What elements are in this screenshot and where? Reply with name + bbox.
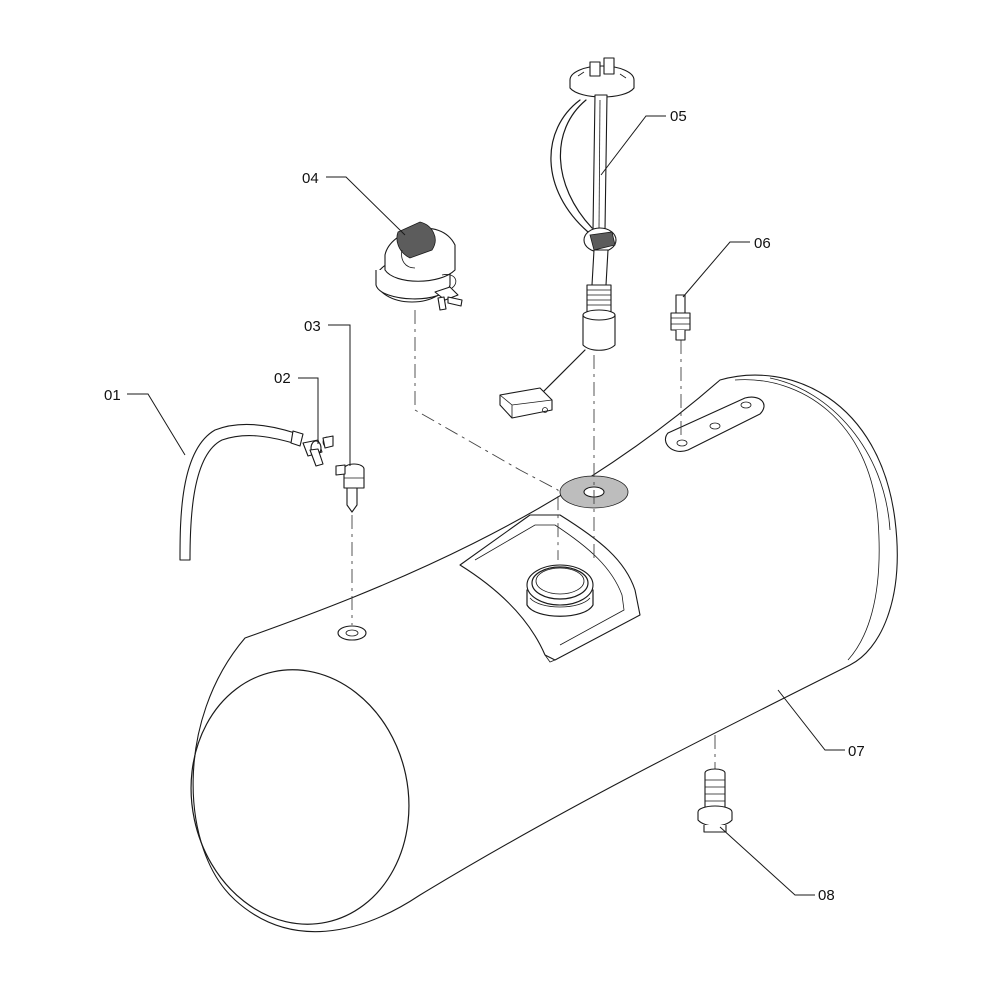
hose-part-01 [179,423,304,561]
fitting-part-02 [302,435,334,467]
vent-washer [337,625,367,641]
fitting-part-06 [670,294,691,341]
callout-labels: 01 02 03 04 05 06 07 08 [104,108,865,904]
tank-body [190,374,898,933]
callout-03: 03 [304,318,321,335]
mounting-plate [664,396,765,452]
callout-06: 06 [754,235,771,252]
fitting-part-08 [697,768,733,833]
callout-02: 02 [274,370,291,387]
sender-part-05 [499,57,635,419]
tank-filler-recess [459,514,641,663]
callout-07: 07 [848,743,865,760]
alignment-lines [351,310,716,770]
cap-part-04 [375,221,463,311]
callout-05: 05 [670,108,687,125]
leader-lines [127,115,845,896]
callout-08: 08 [818,887,835,904]
valve-part-03 [335,463,365,513]
callout-01: 01 [104,387,121,404]
callout-04: 04 [302,170,319,187]
